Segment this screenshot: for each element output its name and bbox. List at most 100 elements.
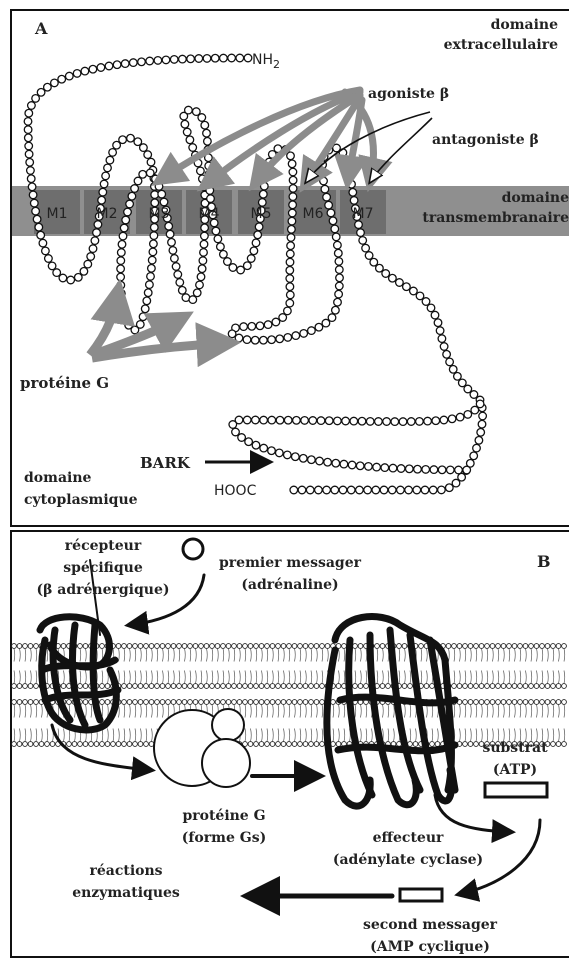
amino-acid-bead bbox=[235, 334, 243, 342]
amino-acid-bead bbox=[122, 216, 130, 224]
amino-acid-bead bbox=[243, 416, 251, 424]
lipid-head bbox=[265, 742, 270, 747]
lipid-head bbox=[100, 742, 105, 747]
amino-acid-bead bbox=[323, 193, 331, 201]
amino-acid-bead bbox=[286, 267, 294, 275]
amino-acid-bead bbox=[284, 451, 292, 459]
lipid-head bbox=[303, 644, 308, 649]
lipid-head bbox=[17, 644, 22, 649]
amino-acid-bead bbox=[166, 230, 174, 238]
amino-acid-bead bbox=[176, 279, 184, 287]
hooc-label: HOOC bbox=[214, 483, 257, 499]
amino-acid-bead bbox=[429, 486, 437, 494]
amino-acid-bead bbox=[456, 413, 464, 421]
amino-acid-bead bbox=[238, 434, 246, 442]
lipid-head bbox=[133, 644, 138, 649]
amino-acid-bead bbox=[447, 466, 455, 474]
amino-acid-bead bbox=[89, 65, 97, 73]
lipid-head bbox=[182, 700, 187, 705]
lipid-head bbox=[149, 700, 154, 705]
amino-acid-bead bbox=[126, 200, 134, 208]
amino-acid-bead bbox=[286, 299, 294, 307]
lipid-head bbox=[298, 700, 303, 705]
lipid-head bbox=[424, 684, 429, 689]
helix-label-m1: M1 bbox=[47, 206, 68, 222]
amino-acid-bead bbox=[87, 253, 95, 261]
amino-acid-bead bbox=[264, 321, 272, 329]
amino-acid-bead bbox=[470, 452, 478, 460]
lipid-head bbox=[314, 700, 319, 705]
amino-acid-bead bbox=[448, 415, 456, 423]
lipid-head bbox=[23, 700, 28, 705]
amino-acid-bead bbox=[403, 283, 411, 291]
amino-acid-bead bbox=[430, 466, 438, 474]
lipid-head bbox=[94, 742, 99, 747]
amino-acid-bead bbox=[471, 406, 479, 414]
amino-acid-bead bbox=[359, 237, 367, 245]
lipid-head bbox=[496, 684, 501, 689]
lipid-head bbox=[204, 700, 209, 705]
lipid-head bbox=[540, 684, 545, 689]
lipid-head bbox=[314, 644, 319, 649]
lipid-head bbox=[402, 684, 407, 689]
lipid-head bbox=[287, 700, 292, 705]
lipid-head bbox=[336, 742, 341, 747]
amino-acid-bead bbox=[232, 428, 240, 436]
lipid-head bbox=[380, 644, 385, 649]
lipid-head bbox=[259, 700, 264, 705]
amino-acid-bead bbox=[416, 418, 424, 426]
amino-acid-bead bbox=[119, 136, 127, 144]
lipid-head bbox=[12, 700, 17, 705]
amino-acid-bead bbox=[335, 249, 343, 257]
amino-acid-bead bbox=[373, 463, 381, 471]
amino-acid-bead bbox=[438, 335, 446, 343]
amino-acid-bead bbox=[139, 313, 147, 321]
lipid-head bbox=[501, 644, 506, 649]
amino-acid-bead bbox=[150, 232, 158, 240]
amino-acid-bead bbox=[144, 289, 152, 297]
amino-acid-bead bbox=[431, 311, 439, 319]
lipid-head bbox=[122, 684, 127, 689]
lipid-head bbox=[50, 742, 55, 747]
amino-acid-bead bbox=[336, 274, 344, 282]
amino-acid-bead bbox=[128, 192, 136, 200]
lipid-head bbox=[468, 700, 473, 705]
amino-acid-bead bbox=[470, 391, 478, 399]
lipid-head bbox=[127, 700, 132, 705]
substrate-rect bbox=[485, 783, 547, 797]
amino-acid-bead bbox=[331, 486, 339, 494]
lipid-head bbox=[452, 684, 457, 689]
amino-acid-bead bbox=[276, 416, 284, 424]
amino-acid-bead bbox=[381, 464, 389, 472]
lipid-head bbox=[380, 684, 385, 689]
lipid-head bbox=[556, 644, 561, 649]
lipid-head bbox=[210, 644, 215, 649]
amino-acid-bead bbox=[301, 417, 309, 425]
amino-acid-bead bbox=[168, 239, 176, 247]
lipid-head bbox=[507, 684, 512, 689]
lipid-head bbox=[562, 684, 567, 689]
amino-acid-bead bbox=[58, 75, 66, 83]
amino-acid-bead bbox=[399, 418, 407, 426]
lipid-head bbox=[243, 644, 248, 649]
amino-acid-bead bbox=[29, 191, 37, 199]
lipid-head bbox=[540, 644, 545, 649]
lipid-head bbox=[545, 684, 550, 689]
amino-acid-bead bbox=[228, 330, 236, 338]
amino-acid-bead bbox=[185, 106, 193, 114]
lipid-head bbox=[100, 644, 105, 649]
amino-acid-bead bbox=[389, 464, 397, 472]
amino-acid-bead bbox=[255, 223, 263, 231]
lipid-head bbox=[386, 684, 391, 689]
lipid-head bbox=[182, 684, 187, 689]
lipid-head bbox=[226, 684, 231, 689]
lipid-head bbox=[248, 700, 253, 705]
amino-acid-bead bbox=[206, 187, 214, 195]
amino-acid-bead bbox=[388, 486, 396, 494]
amino-acid-bead bbox=[31, 199, 39, 207]
amino-acid-bead bbox=[106, 156, 114, 164]
lipid-head bbox=[28, 684, 33, 689]
amino-acid-bead bbox=[102, 172, 110, 180]
lipid-head bbox=[204, 684, 209, 689]
